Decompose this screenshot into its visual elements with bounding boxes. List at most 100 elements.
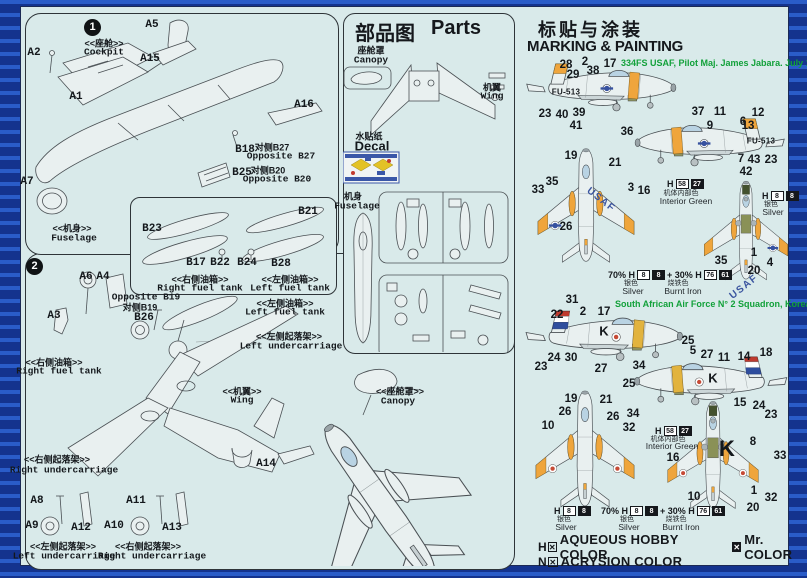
callout-number: A14 bbox=[256, 458, 276, 470]
parts-title-cn: 部品图 bbox=[355, 23, 415, 45]
parts-title-en: Parts bbox=[431, 17, 482, 39]
callout-number: 2 bbox=[581, 56, 589, 68]
step2-number: 2 bbox=[26, 258, 43, 275]
aqueous-code-box-icon: ✕ bbox=[547, 541, 557, 552]
callout-number: 41 bbox=[569, 120, 583, 132]
label-text: 银色 bbox=[764, 201, 778, 208]
legend-row-1: H ✕ AQUEOUS HOBBY COLOR ✕ Mr. COLOR bbox=[538, 532, 807, 562]
callout-number: B23 bbox=[142, 223, 162, 235]
callout-number: 10 bbox=[541, 420, 555, 432]
step1-exploded-drawing bbox=[35, 19, 323, 215]
label-text: FU-513 bbox=[746, 136, 776, 146]
callout-number: 40 bbox=[555, 109, 569, 121]
callout-number: 26 bbox=[558, 406, 572, 418]
callout-number: A16 bbox=[294, 99, 314, 111]
callout-number: 9 bbox=[706, 120, 714, 132]
marking-title-en: MARKING & PAINTING bbox=[527, 38, 683, 55]
step2-exploded-drawing bbox=[40, 271, 315, 536]
label-text: K bbox=[719, 436, 735, 461]
callout-number: A3 bbox=[47, 310, 61, 322]
label-text: 机体内部色 bbox=[663, 190, 699, 197]
callout-number: 26 bbox=[606, 411, 620, 423]
label-text: 机体内部色 bbox=[650, 436, 686, 443]
callout-number: 24 bbox=[547, 352, 561, 364]
label-text: <<机身>> bbox=[52, 223, 92, 234]
label-text: Interior Green bbox=[659, 196, 713, 206]
label-text: Silver bbox=[618, 522, 640, 532]
label-text: <<机翼>> bbox=[222, 386, 262, 397]
label-text: Right fuel tank bbox=[157, 282, 243, 294]
callout-number: 21 bbox=[608, 157, 622, 169]
callout-number: 4 bbox=[766, 257, 774, 269]
callout-number: 2 bbox=[579, 306, 587, 318]
parts-title: 部品图 Parts bbox=[355, 17, 481, 46]
callout-number: 32 bbox=[764, 492, 778, 504]
callout-number: 11 bbox=[713, 106, 727, 118]
aqueous-prefix: H bbox=[538, 539, 547, 554]
callout-number: 27 bbox=[700, 349, 714, 361]
callout-number: B25 bbox=[232, 167, 252, 179]
saaf-top-view bbox=[535, 390, 635, 508]
callout-number: 34 bbox=[632, 360, 646, 372]
callout-number: 25 bbox=[681, 335, 695, 347]
callout-number: 30 bbox=[564, 352, 578, 364]
callout-number: B17 bbox=[186, 257, 206, 269]
callout-number: 7 bbox=[737, 153, 745, 165]
callout-number: 35 bbox=[714, 255, 728, 267]
label-text: <<左侧油箱>> bbox=[256, 298, 314, 309]
callout-number: A2 bbox=[27, 47, 41, 59]
callout-number: 39 bbox=[572, 107, 586, 119]
label-text: South African Air Force N° 2 Squadron, K… bbox=[615, 299, 807, 309]
callout-number: B21 bbox=[298, 206, 318, 218]
callout-number: 14 bbox=[737, 351, 751, 363]
callout-number: 35 bbox=[545, 176, 559, 188]
label-text: 烧铁色 bbox=[667, 280, 689, 287]
callout-number: 10 bbox=[687, 491, 701, 503]
callout-number: B24 bbox=[237, 257, 257, 269]
callout-number: A5 bbox=[145, 19, 159, 31]
assembled-plane-drawing bbox=[283, 368, 498, 566]
callout-number: 21 bbox=[599, 394, 613, 406]
step1-number: 1 bbox=[84, 19, 101, 36]
callout-number: 17 bbox=[597, 306, 611, 318]
label-text: 水贴纸 bbox=[355, 131, 383, 142]
callout-number: 33 bbox=[773, 450, 787, 462]
label-text: Burnt Iron bbox=[662, 522, 700, 532]
callout-number: 43 bbox=[747, 154, 761, 166]
label-text: Opposite B19 bbox=[111, 291, 181, 303]
callout-number: A8 bbox=[30, 495, 44, 507]
callout-number: B22 bbox=[210, 257, 230, 269]
label-text: Silver bbox=[762, 207, 784, 217]
callout-number: 20 bbox=[747, 265, 761, 277]
label-text: Wing bbox=[480, 90, 504, 102]
callout-number: 28 bbox=[559, 59, 573, 71]
callout-number: 36 bbox=[620, 126, 634, 138]
callout-number: 8 bbox=[749, 436, 757, 448]
label-text: Right fuel tank bbox=[16, 365, 102, 377]
label-text: <<座舱>> bbox=[84, 38, 124, 49]
callout-number: 26 bbox=[559, 221, 573, 233]
label-text: 机翼 bbox=[482, 82, 502, 93]
label-text: <<右侧起落架>> bbox=[23, 454, 91, 465]
label-text: 对侧B19 bbox=[122, 302, 158, 313]
callout-number: 32 bbox=[622, 422, 636, 434]
label-text: Right undercarriage bbox=[97, 550, 207, 562]
callout-number: 19 bbox=[564, 393, 578, 405]
callout-number: 16 bbox=[637, 185, 651, 197]
label-text: 对侧B27 bbox=[254, 142, 290, 153]
callout-number: 24 bbox=[752, 400, 766, 412]
label-text: Fuselage bbox=[51, 232, 97, 244]
label-text: Silver bbox=[555, 522, 577, 532]
callout-number: 29 bbox=[566, 69, 580, 81]
callout-number: B26 bbox=[134, 312, 154, 324]
label-text: Canopy bbox=[380, 395, 416, 407]
callout-number: 25 bbox=[622, 378, 636, 390]
callout-number: 23 bbox=[764, 409, 778, 421]
label-text: <<左侧起落架>> bbox=[29, 541, 97, 552]
label-text: 银色 bbox=[620, 516, 634, 523]
